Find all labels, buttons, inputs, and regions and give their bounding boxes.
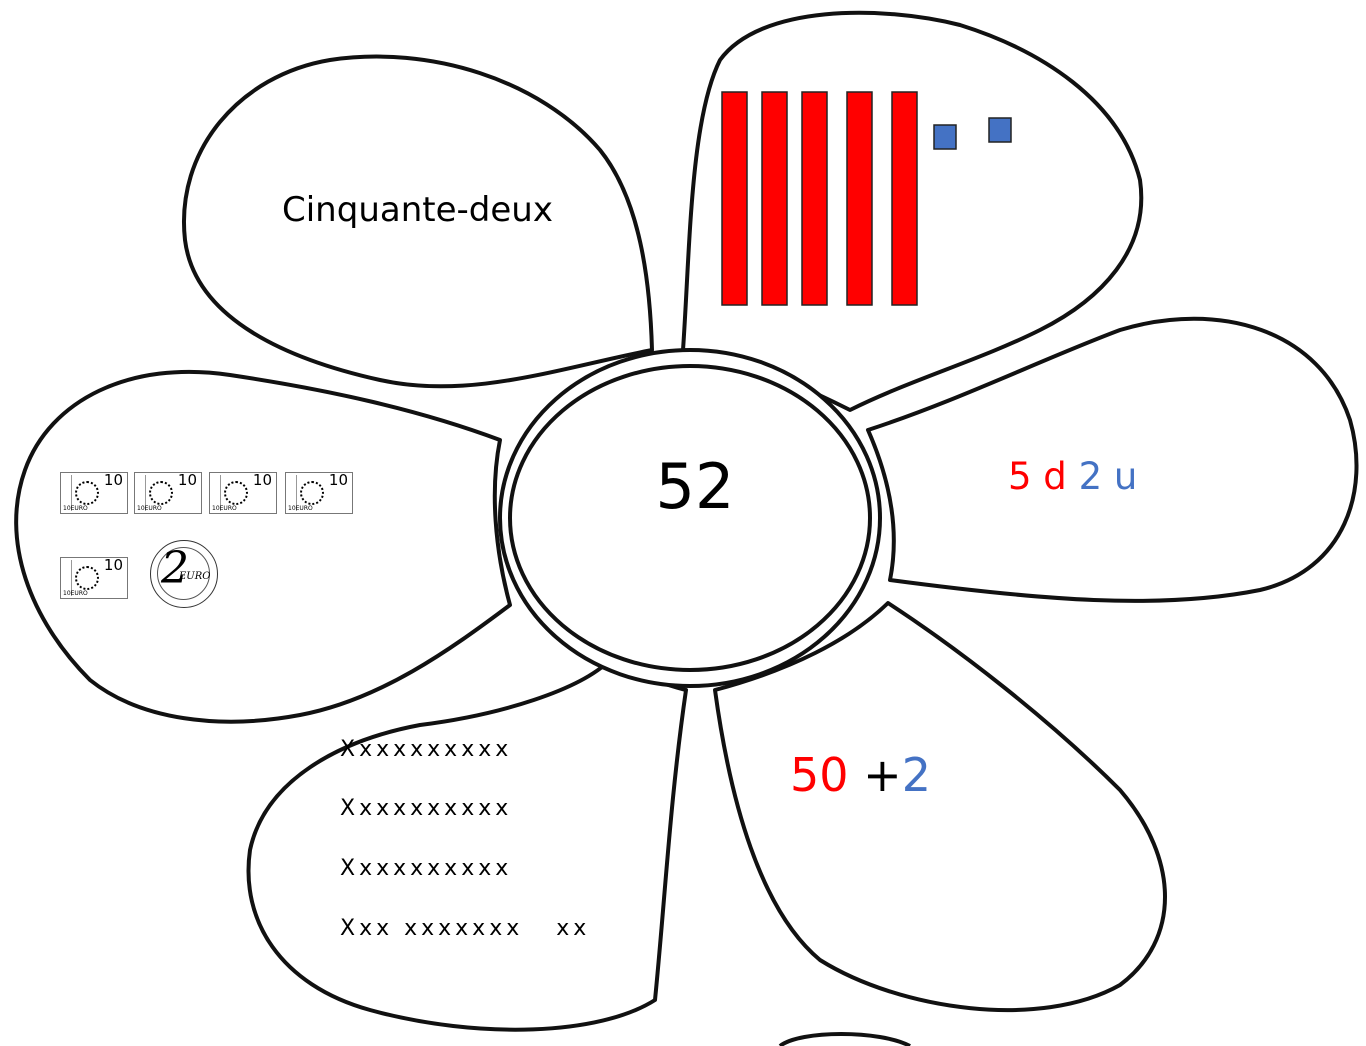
ten-rod	[801, 91, 828, 306]
stars-circle-icon	[300, 481, 324, 505]
stars-circle-icon	[75, 566, 99, 590]
two-euro-coin: 2 EURO	[150, 540, 218, 608]
sum-operator: +	[863, 748, 902, 802]
ten-euro-note: 10 10EURO	[60, 471, 128, 514]
ten-euro-note: 10 10EURO	[209, 471, 277, 514]
unit-cube	[933, 124, 957, 150]
stars-circle-icon	[149, 481, 173, 505]
unit-cube	[988, 117, 1012, 143]
additive-sum: 50 +2	[790, 748, 931, 802]
cross-row: Xxxxxxxxxx	[340, 737, 513, 762]
cross-row: Xxx xxxxxxx xx	[340, 916, 591, 941]
tens-units-decomposition: 5 d 2 u	[1008, 455, 1137, 498]
base-ten-blocks	[721, 91, 1012, 306]
petal-word	[182, 54, 654, 389]
stars-circle-icon	[75, 481, 99, 505]
ten-euro-note: 10 10EURO	[134, 471, 202, 514]
ten-euro-note: 10 10EURO	[60, 556, 128, 599]
tens-part: 5 d	[1008, 455, 1067, 498]
petal-crosses	[246, 658, 688, 1032]
units-part: 2 u	[1078, 455, 1138, 498]
stars-circle-icon	[224, 481, 248, 505]
petal-sum	[713, 601, 1167, 1013]
sum-units: 2	[901, 748, 931, 802]
cross-row: Xxxxxxxxxx	[340, 856, 513, 881]
center-number: 52	[655, 450, 735, 523]
petal-money	[14, 369, 512, 724]
ten-rod	[891, 91, 918, 306]
stem-fragment	[778, 1032, 911, 1046]
ten-rod	[761, 91, 788, 306]
ten-rod	[721, 91, 748, 306]
ten-euro-note: 10 10EURO	[285, 471, 353, 514]
ten-rod	[846, 91, 873, 306]
number-word: Cinquante-deux	[282, 190, 553, 230]
petal-decomposition	[866, 316, 1359, 603]
cross-row: Xxxxxxxxxx	[340, 796, 513, 821]
sum-tens: 50	[790, 748, 849, 802]
center-inner-circle	[508, 364, 872, 672]
